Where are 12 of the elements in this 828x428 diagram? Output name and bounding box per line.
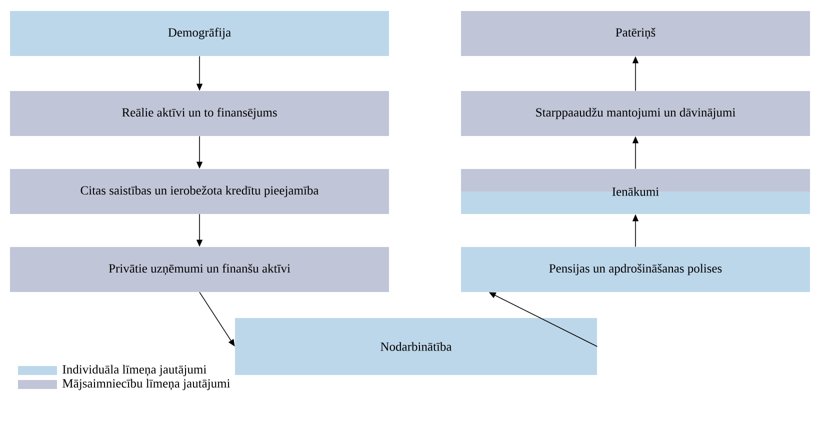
- process-box: Ienākumi: [461, 169, 810, 214]
- legend-label: Mājsaimniecību līmeņa jautājumi: [62, 378, 230, 390]
- process-box: Demogrāfija: [10, 11, 389, 56]
- process-box: Citas saistības un ierobežota kredītu pieejamība: [10, 169, 389, 214]
- process-box: Reālie aktīvi un to finansējums: [10, 91, 389, 136]
- process-box: Starppaaudžu mantojumi un dāvinājumi: [461, 91, 810, 136]
- process-box: Pensijas un apdrošināšanas polises: [461, 247, 810, 292]
- process-box: Privātie uzņēmumi un finanšu aktīvi: [10, 247, 389, 292]
- legend-label: Individuāla līmeņa jautājumi: [62, 364, 206, 376]
- arrow: [199, 292, 235, 346]
- process-box: Nodarbinātība: [235, 318, 597, 375]
- process-box: Patēriņš: [461, 11, 810, 56]
